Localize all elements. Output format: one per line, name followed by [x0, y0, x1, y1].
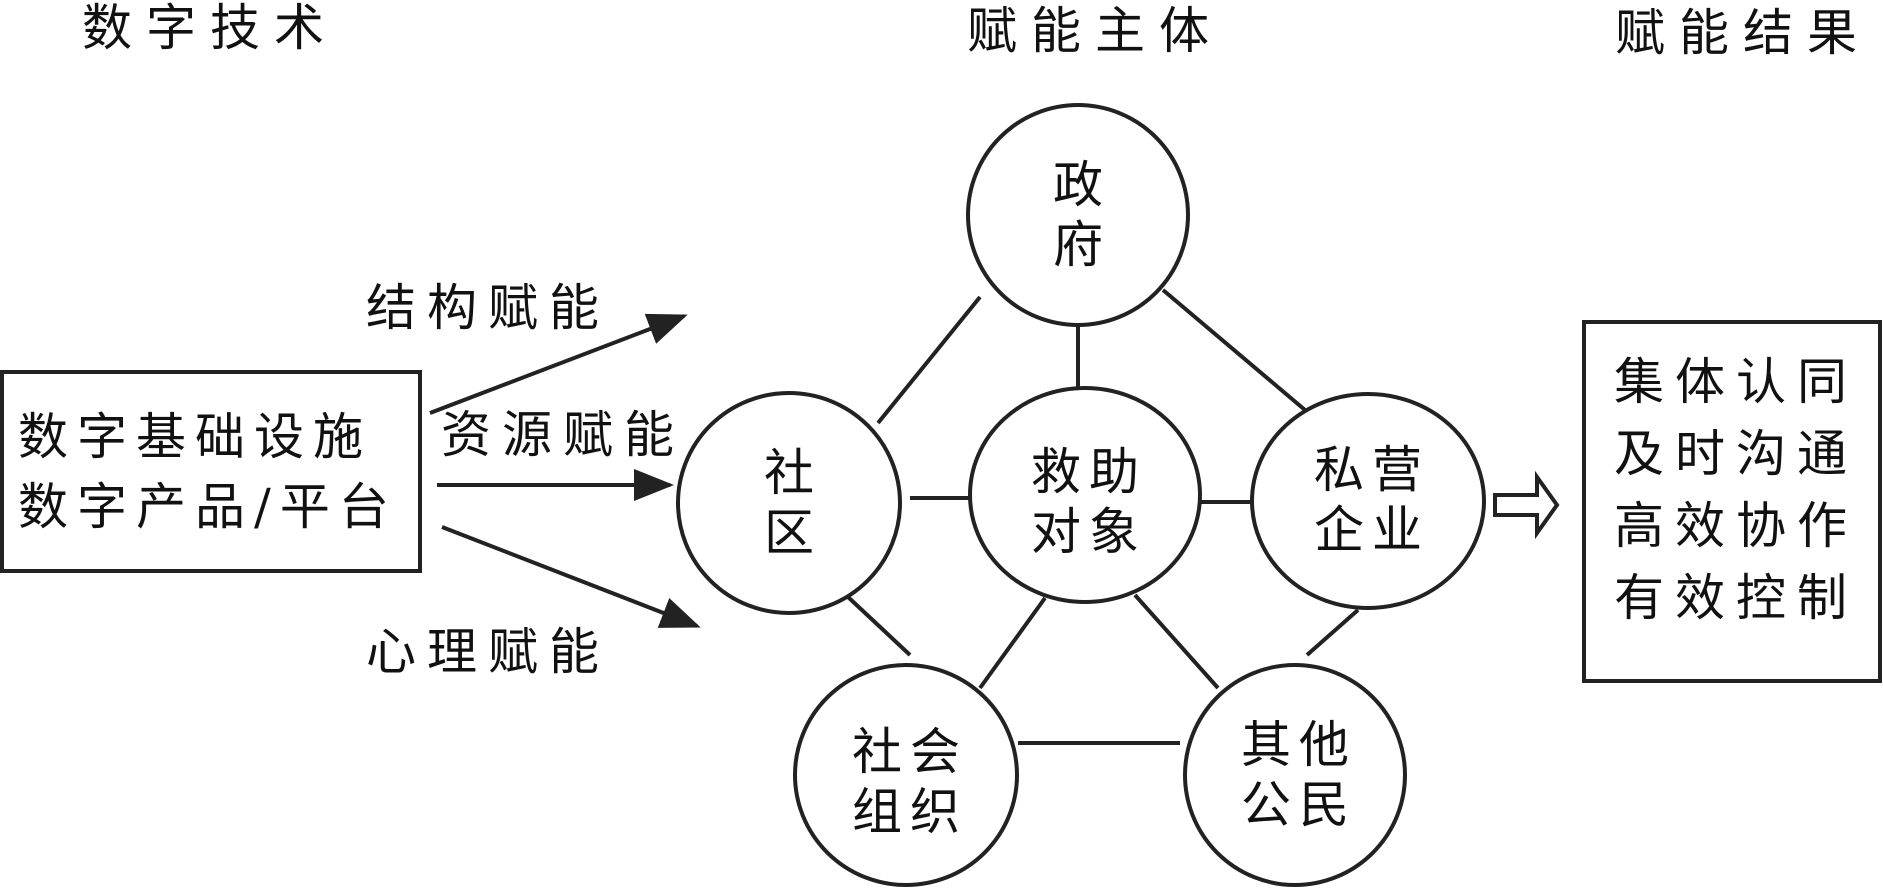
- digital-infrastructure-box: 数字基础设施 数字产品/平台: [0, 370, 422, 573]
- node-community-line-1: 社: [764, 444, 822, 502]
- arrow-psychological: [441, 525, 701, 628]
- node-community: 社 区: [764, 443, 822, 563]
- node-private-enterprise: 私营 企业: [1314, 440, 1430, 560]
- node-aid-recipients-circle: [968, 386, 1202, 604]
- connection-aid-recipients-social-organization: [978, 596, 1047, 690]
- node-government-line-1: 政: [1053, 156, 1111, 214]
- connection-government-community: [876, 295, 982, 425]
- empowerment-results-box: 集体认同 及时沟通 高效协作 有效控制: [1582, 320, 1882, 683]
- source-line-2: 数字产品/平台: [18, 478, 398, 536]
- label-psychological-empowerment: 心理赋能: [366, 623, 610, 681]
- node-social-organization-line-2: 组织: [852, 783, 968, 841]
- node-social-organization-line-1: 社会: [852, 723, 968, 781]
- node-other-citizens-circle: [1183, 663, 1407, 887]
- node-government-circle: [966, 103, 1190, 327]
- label-structural-empowerment: 结构赋能: [366, 279, 610, 337]
- connection-aid-recipients-other-citizens: [1133, 593, 1220, 690]
- connection-community-social-organization: [846, 595, 912, 657]
- node-private-enterprise-line-1: 私营: [1314, 441, 1430, 499]
- node-community-line-2: 区: [764, 504, 822, 562]
- result-line-3: 高效协作: [1614, 497, 1858, 555]
- header-empowerment-results: 赋能结果: [1615, 4, 1871, 62]
- node-other-citizens-line-2: 公民: [1241, 776, 1357, 834]
- arrow-structural: [429, 313, 688, 415]
- result-line-4: 有效控制: [1614, 569, 1858, 627]
- source-line-1: 数字基础设施: [18, 408, 372, 466]
- connection-government-private-enterprise: [1161, 288, 1307, 412]
- node-other-citizens-line-1: 其他: [1241, 716, 1357, 774]
- node-aid-recipients-line-1: 救助: [1031, 443, 1147, 501]
- label-resource-empowerment: 资源赋能: [441, 406, 685, 464]
- node-aid-recipients-line-2: 对象: [1031, 503, 1147, 561]
- node-aid-recipients: 救助 对象: [1031, 442, 1147, 562]
- node-private-enterprise-line-2: 企业: [1314, 501, 1430, 559]
- node-other-citizens: 其他 公民: [1241, 715, 1357, 835]
- node-government-line-2: 府: [1053, 216, 1111, 274]
- result-line-2: 及时沟通: [1614, 425, 1858, 483]
- connection-private-enterprise-other-citizens: [1305, 608, 1360, 657]
- result-arrow-icon: [1493, 470, 1560, 540]
- node-social-organization: 社会 组织: [852, 722, 968, 842]
- node-private-enterprise-circle: [1250, 392, 1486, 610]
- node-community-circle: [676, 391, 902, 615]
- node-social-organization-circle: [793, 663, 1019, 887]
- header-digital-technology: 数字技术: [82, 0, 338, 57]
- header-empowerment-subjects: 赋能主体: [967, 2, 1223, 60]
- node-government: 政 府: [1053, 155, 1111, 275]
- result-line-1: 集体认同: [1614, 353, 1858, 411]
